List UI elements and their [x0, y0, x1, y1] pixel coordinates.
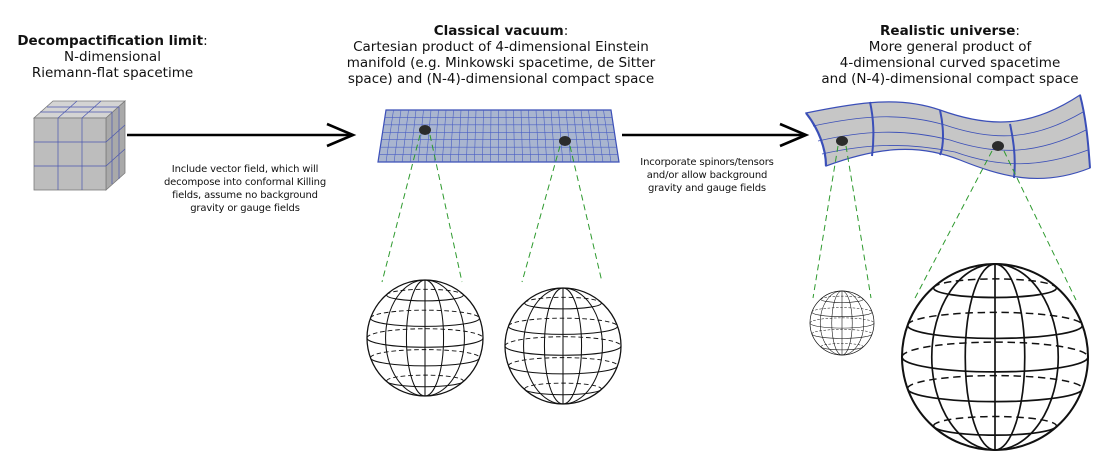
stage-1-title: Decompactification limit: [17, 33, 204, 49]
sphere-shape: [900, 262, 1090, 452]
transition-2-line-3: gravity and gauge fields: [648, 183, 766, 194]
stage-3-line-2: 4-dimensional curved spacetime: [839, 55, 1061, 71]
stage-1-heading: Decompactification limit: N-dimensional …: [0, 33, 225, 81]
stage-3-line-1: More general product of: [868, 39, 1032, 55]
arrow-1: [127, 122, 357, 148]
stage-2-heading: Classical vacuum: Cartesian product of 4…: [322, 23, 680, 87]
stage-2-line-2: manifold (e.g. Minkowski spacetime, de S…: [346, 55, 656, 71]
transition-1-line-1: Include vector field, which will: [171, 164, 319, 175]
flat-sheet-shape: [377, 109, 620, 163]
transition-2-line-2: and/or allow background: [646, 170, 768, 181]
transition-1-note: Include vector field, which will decompo…: [150, 163, 340, 215]
stage-2-title: Classical vacuum: [433, 23, 564, 39]
cube-shape: [32, 100, 127, 191]
sphere-shape: [504, 287, 622, 405]
transition-1-line-4: gravity or gauge fields: [190, 203, 300, 214]
stage-3-line-3: and (N-4)-dimensional compact space: [821, 71, 1079, 87]
transition-1-line-2: decompose into conformal Killing: [163, 177, 327, 188]
sphere-shape: [366, 279, 484, 397]
stage-2-line-1: Cartesian product of 4-dimensional Einst…: [353, 39, 649, 55]
stage-3-title: Realistic universe: [880, 23, 1016, 39]
stage-1-line-1: N-dimensional: [64, 49, 161, 65]
stage-3-heading: Realistic universe: More general product…: [800, 23, 1100, 87]
sphere-shape: [809, 290, 875, 356]
arrow-2: [622, 122, 810, 148]
curved-sheet-shape: [804, 94, 1091, 179]
transition-2-line-1: Incorporate spinors/tensors: [640, 157, 774, 168]
stage-1-line-2: Riemann-flat spacetime: [31, 65, 194, 81]
transition-2-note: Incorporate spinors/tensors and/or allow…: [632, 156, 782, 195]
transition-1-line-3: fields, assume no background: [172, 190, 318, 201]
projection-lines-stage-2: [381, 134, 603, 283]
stage-2-line-3: space) and (N-4)-dimensional compact spa…: [347, 71, 655, 87]
projection-lines-stage-3: [812, 145, 1077, 301]
